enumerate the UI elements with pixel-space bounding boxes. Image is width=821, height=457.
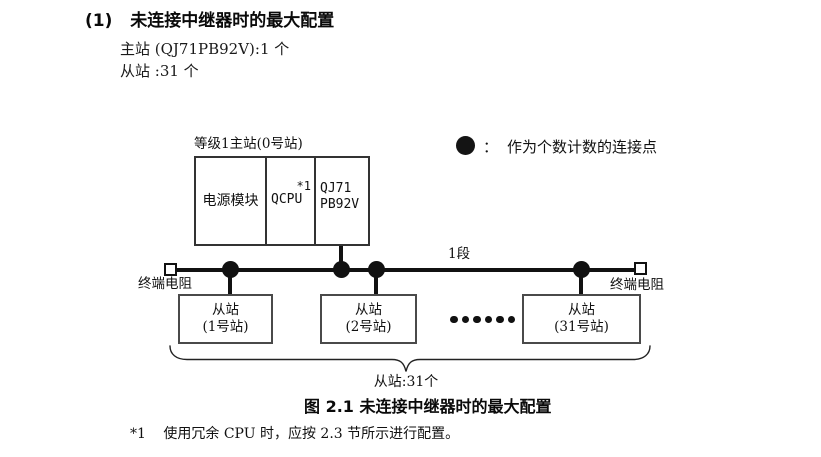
terminating-resistor-right-label: 终端电阻 xyxy=(610,277,664,293)
master-drop-line xyxy=(338,246,343,269)
cpu-label: QCPU xyxy=(271,192,303,207)
legend-label: 作为个数计数的连接点 xyxy=(507,138,658,156)
slave31-drop-line xyxy=(578,269,583,295)
slave-spec-line: 从站 :31 个 xyxy=(120,62,199,80)
slave31-box: 从站 (31号站) xyxy=(522,294,641,344)
bus-line xyxy=(165,267,647,272)
master-station-box: 电源模块 *1 QCPU QJ71 PB92V xyxy=(194,156,370,246)
terminating-resistor-left-label: 终端电阻 xyxy=(138,276,192,292)
network-module-name-line2: PB92V xyxy=(320,197,360,212)
slave31-station: (31号站) xyxy=(554,319,609,335)
footnote: *1 使用冗余 CPU 时，应按 2.3 节所示进行配置。 xyxy=(130,426,459,443)
footnote-ref: *1 xyxy=(130,426,146,442)
ellipsis-dots xyxy=(450,315,515,323)
figure-caption: 图 2.1 未连接中继器时的最大配置 xyxy=(304,397,552,416)
section-title: 未连接中继器时的最大配置 xyxy=(130,11,335,31)
ellipsis-dot xyxy=(473,315,481,323)
footnote-text: 使用冗余 CPU 时，应按 2.3 节所示进行配置。 xyxy=(163,426,460,442)
network-module-cell: QJ71 PB92V xyxy=(316,150,368,244)
network-module-name-line1: QJ71 xyxy=(320,181,352,196)
section-heading: (1) 未连接中继器时的最大配置 xyxy=(85,11,334,31)
cpu-cell: *1 QCPU xyxy=(267,158,316,244)
ellipsis-dot xyxy=(450,315,458,323)
connection-dot-master xyxy=(332,261,350,278)
slave1-drop-line xyxy=(227,269,232,295)
slave1-station: (1号站) xyxy=(202,319,249,335)
master-station-label: 等级1主站(0号站) xyxy=(194,136,303,152)
slave1-box: 从站 (1号站) xyxy=(178,294,273,344)
legend-connection-dot-icon xyxy=(456,136,475,155)
master-spec-line: 主站 (QJ71PB92V):1 个 xyxy=(120,40,290,58)
slave1-name: 从站 xyxy=(212,302,239,318)
slave2-name: 从站 xyxy=(355,302,382,318)
slave2-drop-line xyxy=(373,269,378,295)
segment-label: 1段 xyxy=(448,246,471,262)
section-number: (1) xyxy=(85,11,113,31)
ellipsis-dot xyxy=(507,315,515,323)
slave2-station: (2号站) xyxy=(345,319,392,335)
slave31-name: 从站 xyxy=(568,302,595,318)
terminating-resistor-left xyxy=(164,263,177,276)
slave-count-brace xyxy=(169,345,651,372)
ellipsis-dot xyxy=(496,315,504,323)
legend-separator: ： xyxy=(483,138,499,156)
legend: ： 作为个数计数的连接点 xyxy=(483,138,657,156)
slave-count-label: 从站:31个 xyxy=(373,374,439,390)
terminating-resistor-right xyxy=(634,262,647,275)
slave2-box: 从站 (2号站) xyxy=(320,294,417,344)
ellipsis-dot xyxy=(461,315,469,323)
power-module-cell: 电源模块 xyxy=(196,158,267,244)
ellipsis-dot xyxy=(484,315,492,323)
cpu-footnote-ref: *1 xyxy=(296,179,311,193)
